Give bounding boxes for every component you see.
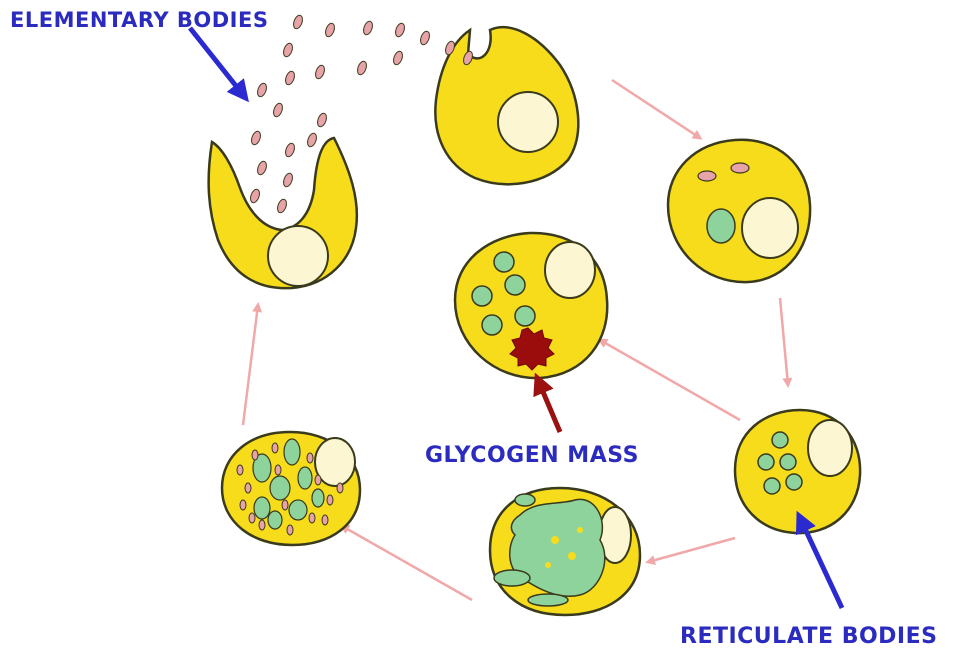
bursting-cell: [209, 138, 357, 288]
label-elementary-bodies: ELEMENTARY BODIES: [10, 8, 268, 32]
cycle-arrow-1: [612, 80, 700, 138]
label-reticulate-bodies: RETICULATE BODIES: [680, 624, 938, 649]
cell-mixed-bodies: [222, 432, 360, 545]
label-glycogen-mass: GLYCOGEN MASS: [425, 443, 639, 468]
cell-dividing-bodies: [490, 488, 640, 615]
cycle-arrow-4: [342, 526, 472, 600]
cycle-arrow-3: [648, 538, 735, 562]
cycle-arrow-5: [243, 305, 258, 425]
reticulate-bodies-pointer: [800, 518, 842, 608]
cycle-arrow-to-center: [600, 340, 740, 420]
glycogen-mass-pointer: [538, 380, 560, 432]
cell-reticulate-bodies: [735, 410, 860, 533]
cycle-arrow-2: [780, 298, 788, 385]
cell-glycogen: [455, 233, 607, 378]
elementary-bodies-pointer: [190, 28, 244, 96]
cell-eb-entry: [668, 140, 810, 282]
infected-cell-early: [435, 27, 578, 184]
